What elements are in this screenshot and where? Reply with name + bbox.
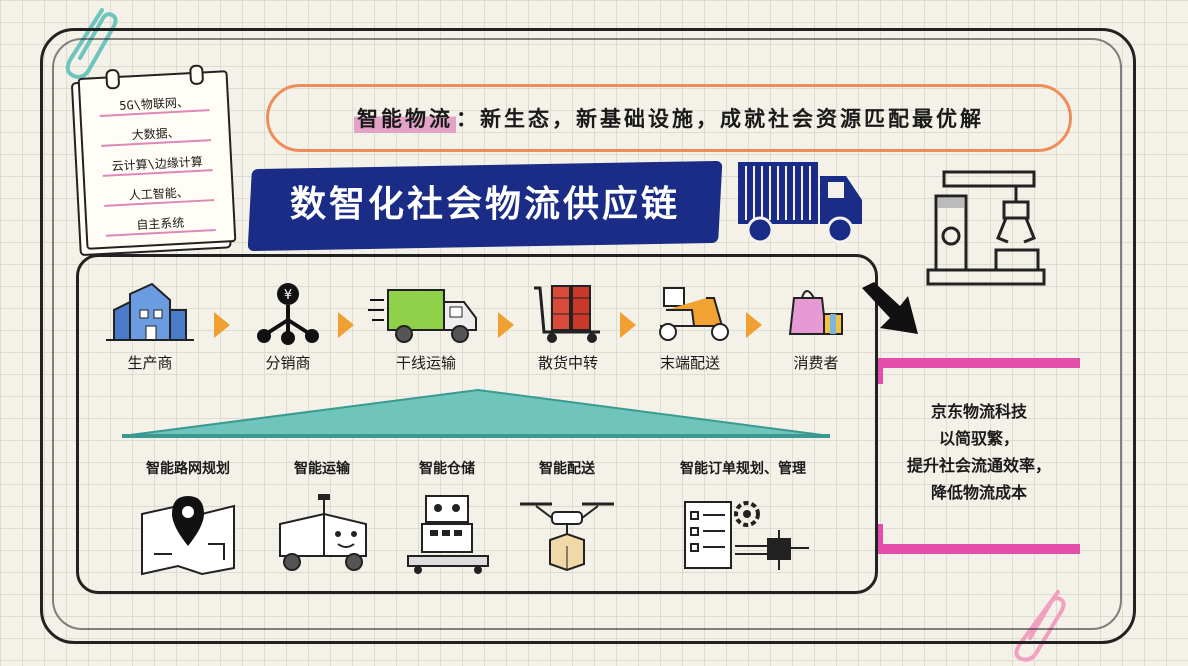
function-transport: 智能运输 — [262, 458, 382, 576]
header-text: ：新生态，新基础设施，成就社会资源匹配最优解 — [456, 107, 984, 131]
cargo-cart-icon — [534, 285, 600, 343]
flow-step-distributor: ¥ 分销商 — [228, 280, 348, 373]
pink-bar-top — [878, 358, 1080, 368]
drone-icon — [520, 502, 614, 572]
flow-step-label: 干线运输 — [395, 354, 456, 372]
header-highlight: 智能物流 — [354, 103, 456, 133]
flow-step-last-mile: 末端配送 — [630, 280, 750, 373]
supply-chain-box — [76, 254, 878, 594]
ring-icon — [105, 68, 121, 90]
technology-notepad: 5G\物联网、 大数据、 云计算\边缘计算 人工智能、 自主系统 — [77, 64, 237, 250]
function-label: 智能配送 — [539, 461, 595, 477]
function-label: 智能订单规划、管理 — [680, 461, 806, 477]
page-title: 数智化社会物流供应链 — [289, 184, 680, 225]
note-line: 人工智能、 — [93, 181, 224, 208]
flow-step-label: 消费者 — [793, 354, 839, 372]
truck-icon — [368, 289, 477, 343]
shopping-bag-icon — [788, 290, 843, 335]
down-right-arrow-icon — [862, 282, 918, 334]
map-pin-icon — [141, 496, 235, 576]
flow-step-producer: 生产商 — [90, 280, 210, 373]
summary-line: 提升社会流通效率， — [906, 456, 1051, 475]
currency-symbol: ¥ — [284, 288, 292, 303]
flow-step-label: 分销商 — [265, 354, 311, 372]
flow-arrow-icon — [338, 312, 354, 338]
function-label: 智能路网规划 — [146, 461, 230, 477]
flow-arrow-icon — [746, 312, 762, 338]
function-order-management: 智能订单规划、管理 — [636, 458, 850, 576]
platform-triangle — [121, 388, 831, 438]
note-line: 自主系统 — [95, 211, 226, 238]
function-label: 智能仓储 — [419, 461, 475, 477]
function-warehousing: 智能仓储 — [392, 458, 502, 576]
function-delivery: 智能配送 — [512, 458, 622, 576]
paperclip-bottom-right-icon — [1014, 590, 1066, 662]
summary-text: 京东物流科技 以简驭繁， 提升社会流通效率， 降低物流成本 — [878, 398, 1080, 506]
robot-arm-icon — [926, 170, 1046, 286]
note-line: 云计算\边缘计算 — [92, 151, 223, 178]
robot-vehicle-icon — [279, 494, 367, 571]
summary-line: 以简驭繁， — [938, 429, 1019, 448]
checklist-gear-icon — [684, 501, 809, 570]
note-line: 大数据、 — [90, 121, 221, 148]
ring-icon — [189, 64, 205, 86]
factory-icon — [106, 282, 194, 341]
pink-bar-bottom — [878, 544, 1080, 554]
summary-line: 降低物流成本 — [930, 483, 1027, 502]
flow-step-consumer: 消费者 — [756, 280, 876, 373]
delivery-truck-icon — [738, 162, 862, 244]
flow-arrow-icon — [498, 312, 514, 338]
header-cloud: 智能物流 ：新生态，新基础设施，成就社会资源匹配最优解 — [266, 84, 1072, 152]
scooter-icon — [659, 287, 729, 341]
note-line: 5G\物联网、 — [89, 91, 220, 118]
pink-bracket — [878, 524, 883, 550]
distribution-icon: ¥ — [257, 283, 319, 345]
pink-bracket — [878, 358, 883, 384]
flow-step-label: 末端配送 — [659, 354, 720, 372]
outer-frame-shadow — [52, 38, 1122, 630]
outer-frame — [40, 28, 1136, 644]
summary-line: 京东物流科技 — [930, 402, 1027, 421]
flow-arrow-icon — [214, 312, 230, 338]
warehouse-robot-icon — [407, 495, 489, 574]
flow-arrow-icon — [620, 312, 636, 338]
flow-step-label: 散货中转 — [537, 354, 598, 372]
paperclip-top-left-icon — [65, 8, 118, 79]
summary-box: 京东物流科技 以简驭繁， 提升社会流通效率， 降低物流成本 — [878, 358, 1080, 554]
flow-step-bulk-transfer: 散货中转 — [508, 280, 628, 373]
flow-step-trunk-transport: 干线运输 — [366, 280, 486, 373]
flow-step-label: 生产商 — [127, 354, 173, 372]
function-route-planning: 智能路网规划 — [118, 458, 258, 576]
function-label: 智能运输 — [294, 461, 350, 477]
